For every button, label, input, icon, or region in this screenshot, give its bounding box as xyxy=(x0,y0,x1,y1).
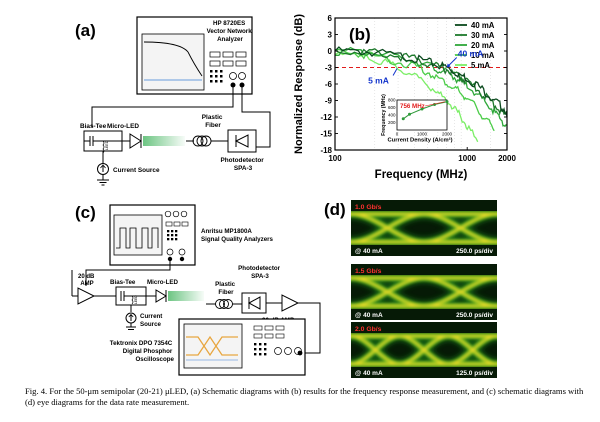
y-tick-label: -3 xyxy=(325,64,333,73)
light-beam xyxy=(143,136,185,146)
current-source: Current Source xyxy=(97,151,160,186)
legend-label: 10 mA xyxy=(471,51,495,60)
svg-text:Bias-Tee: Bias-Tee xyxy=(110,279,136,286)
inductor-label-a: LEED xyxy=(105,140,109,150)
svg-text:Micro-LED: Micro-LED xyxy=(107,123,139,130)
svg-text:HP 8720ES Vector Network: HP 8720ES Vector Network Analyzer xyxy=(207,20,254,43)
inset-y-tick: 400 xyxy=(388,113,396,118)
eye-current-label: @ 40 mA xyxy=(355,312,383,319)
y-tick-label: 3 xyxy=(328,31,333,40)
y-tick-label: -12 xyxy=(320,113,332,122)
eye-diagram-1: 1.0 Gb/s @ 40 mA 250.0 ps/div xyxy=(351,200,497,256)
inset-y-tick: 200 xyxy=(388,120,396,125)
series-line-10ma xyxy=(334,48,495,132)
svg-text:Bias-Tee: Bias-Tee xyxy=(80,123,107,130)
inset-x-tick: 1000 xyxy=(417,132,428,137)
svg-text:Plastic Fiber: Plastic Fiber xyxy=(215,281,237,296)
inset-x-label: Current Density (A/cm²) xyxy=(387,137,452,144)
annotation-40ma: 40 mA xyxy=(458,49,484,59)
amplifier-left: 20 dB AMP xyxy=(71,270,116,305)
eye-scale-label: 125.0 ps/div xyxy=(456,370,493,377)
x-tick-label: 2000 xyxy=(498,154,516,163)
analyzer-buttons xyxy=(209,51,247,67)
figure-caption: Fig. 4. For the 50-μm semipolar (20-21) … xyxy=(25,386,584,407)
eye-rate-label: 1.0 Gb/s xyxy=(355,204,382,211)
svg-text:Anritsu MP1800A Signal Q: Anritsu MP1800A Signal Quality Analyzers xyxy=(201,228,274,243)
oscilloscope: Tektronix DPO 7354C Digital Phosphor Osc… xyxy=(110,318,306,376)
plastic-fiber-c: Plastic Fiber xyxy=(206,281,242,309)
eye-scale-label: 250.0 ps/div xyxy=(456,312,493,319)
svg-text:Photodetector SPA-3: Photodetector SPA-3 xyxy=(238,265,282,280)
plastic-fiber-coil: Plastic Fiber xyxy=(186,114,228,147)
legend-label: 30 mA xyxy=(471,31,495,40)
annotation-5ma: 5 mA xyxy=(368,76,389,86)
inset-point xyxy=(420,107,424,111)
svg-text:20 dB AMP: 20 dB AMP xyxy=(78,274,96,287)
micro-led-c: Micro-LED xyxy=(146,279,178,303)
y-tick-label: 0 xyxy=(328,47,333,56)
inset-x-tick: 0 xyxy=(396,132,399,137)
eye-current-label: @ 40 mA xyxy=(355,370,383,377)
inset-point xyxy=(401,117,405,121)
panel-b-label: (b) xyxy=(349,25,371,44)
x-tick-label: 1000 xyxy=(458,154,476,163)
inset-x-tick: 2000 xyxy=(442,132,453,137)
y-tick-label: -18 xyxy=(320,146,332,155)
eye-rate-label: 2.0 Gb/s xyxy=(355,326,382,333)
inset-point xyxy=(445,100,449,104)
legend-label: 20 mA xyxy=(471,41,495,50)
inductor-label-c: LEED xyxy=(134,295,138,304)
y-tick-label: -9 xyxy=(325,97,333,106)
inset-y-tick: 600 xyxy=(388,105,396,110)
current-source-c: Current Source xyxy=(125,305,164,330)
svg-text:Current Source: Current Source xyxy=(113,167,160,174)
eye-rate-label: 1.5 Gb/s xyxy=(355,268,382,275)
panel-c-label: (c) xyxy=(75,203,96,222)
series-line-5ma xyxy=(334,51,479,143)
eye-scale-label: 250.0 ps/div xyxy=(456,248,493,255)
light-beam-c xyxy=(168,291,204,301)
vector-network-analyzer: HP 8720ES Vector Network Analyzer xyxy=(136,16,254,95)
photodetector: Photodetector SPA-3 xyxy=(220,129,265,172)
svg-text:Plastic Fiber: Plastic Fiber xyxy=(202,114,224,129)
legend-label: 5 mA xyxy=(471,61,490,70)
svg-text:Tektronix DPO 7354C Digi: Tektronix DPO 7354C Digital Phosphor Osc… xyxy=(110,340,175,363)
svg-text:Micro-LED: Micro-LED xyxy=(147,279,178,286)
inset-point xyxy=(408,112,411,116)
y-tick-label: -6 xyxy=(325,80,333,89)
svg-text:Current Source: Current Source xyxy=(140,313,164,328)
panel-d-label: (d) xyxy=(324,200,346,219)
legend-label: 40 mA xyxy=(471,21,495,30)
y-tick-label: -15 xyxy=(320,130,332,139)
eye-diagram-3: 2.0 Gb/s @ 40 mA 125.0 ps/div xyxy=(351,322,497,378)
svg-text:Photodetector SPA-3: Photodetector SPA-3 xyxy=(220,157,265,172)
x-tick-label: 100 xyxy=(328,154,342,163)
photodetector-c: Photodetector SPA-3 xyxy=(238,265,282,314)
signal-quality-analyzer: Anritsu MP1800A Signal Quality Analyzers xyxy=(109,204,274,266)
y-axis-label: Normalized Response (dB) xyxy=(293,14,305,154)
eye-diagram-2: 1.5 Gb/s @ 40 mA 250.0 ps/div xyxy=(351,264,497,320)
panel-a-diagram: (a) HP 8720ES Vector Network Analyzer Bi… xyxy=(75,16,271,186)
x-axis-label: Frequency (MHz) xyxy=(375,169,468,181)
inset-y-label: Frequency (MHz) xyxy=(381,94,387,136)
series-line-30ma xyxy=(334,48,508,118)
y-tick-label: 6 xyxy=(328,14,333,23)
panel-c-diagram: (c) Anritsu MP1800A Signal Quality Analy… xyxy=(71,203,321,376)
inset-frame xyxy=(396,99,448,131)
micro-led-diode: Micro-LED xyxy=(107,123,142,149)
series-line-40ma xyxy=(334,46,508,116)
eye-current-label: @ 40 mA xyxy=(355,248,383,255)
panel-d-eye-diagrams: (d) 1.0 Gb/s @ 40 mA 250.0 ps/div 1.5 Gb/s @… xyxy=(324,200,497,378)
inset-y-tick: 800 xyxy=(388,98,396,103)
panel-a-label: (a) xyxy=(75,21,96,40)
bias-tee-c: Bias-Tee LEED xyxy=(110,279,147,306)
inset-annotation: 756 MHz xyxy=(400,103,425,110)
bias-tee: Bias-Tee LEED xyxy=(80,123,123,154)
